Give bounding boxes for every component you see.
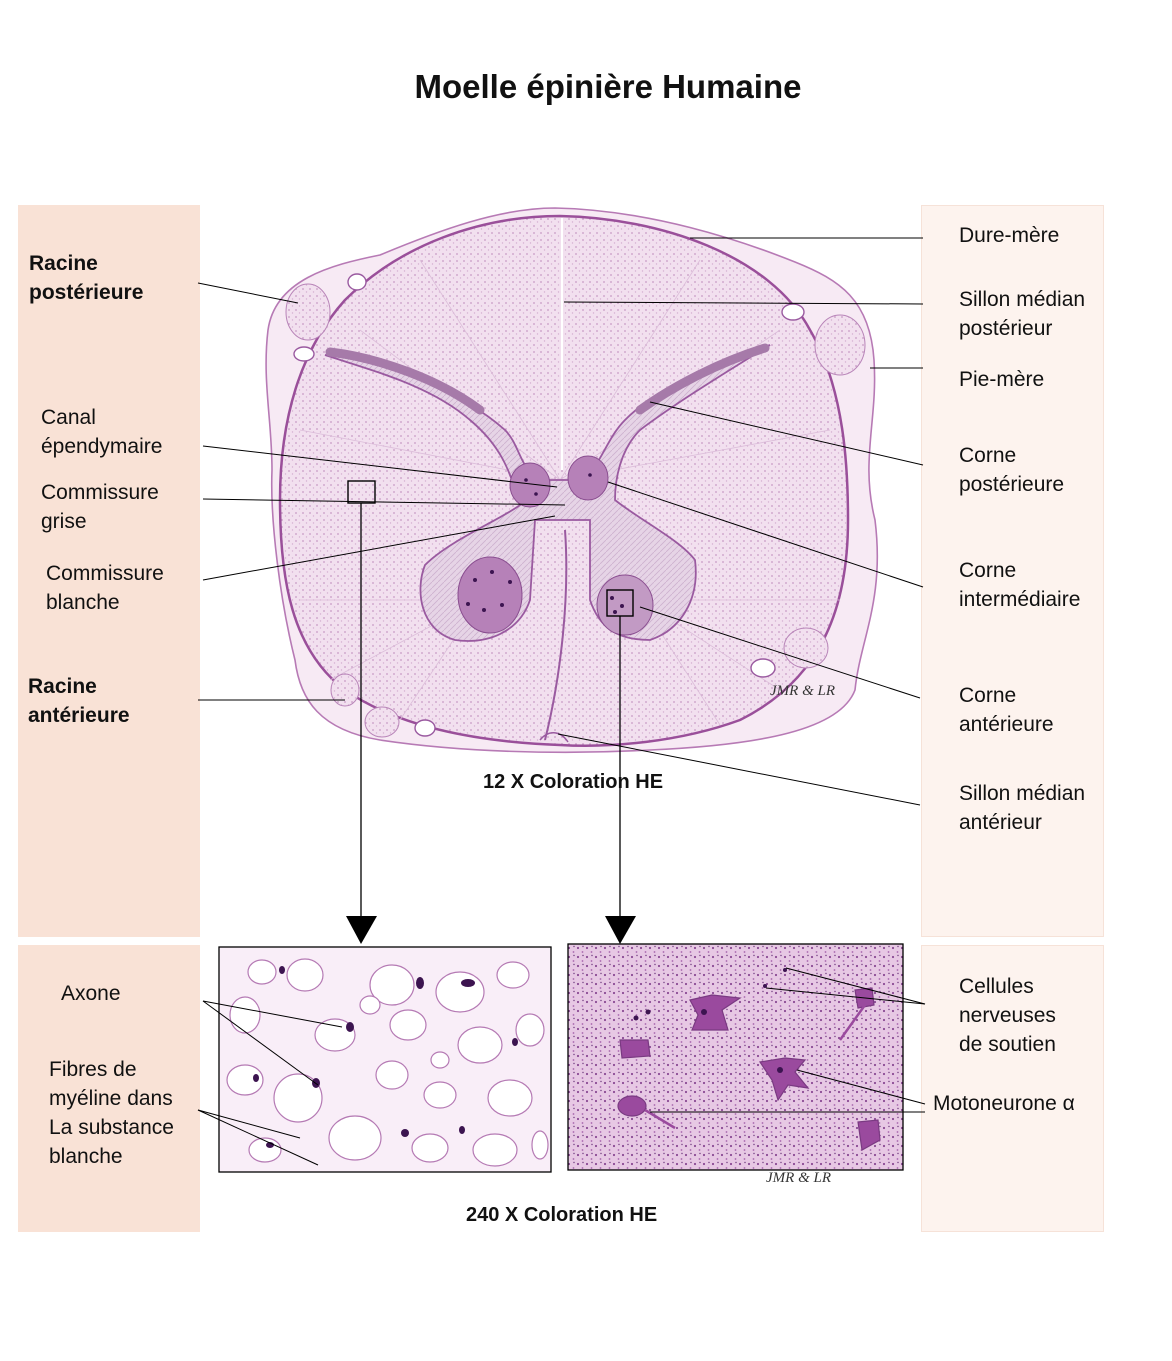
caption-high-magnification: 240 X Coloration HE xyxy=(466,1204,658,1226)
signature-bottom: JMR & LR xyxy=(766,1170,831,1186)
left-panel-top xyxy=(18,205,200,937)
label-commissure-grise: Commissure grise xyxy=(41,481,159,533)
caption-low-magnification: 12 X Coloration HE xyxy=(483,771,664,793)
label-racine-posterieure: Racine postérieure xyxy=(29,252,144,304)
label-fibres-myeline: Fibres de myéline dans La substance blan… xyxy=(49,1058,174,1168)
label-axone: Axone xyxy=(61,982,121,1005)
myelin-fibres xyxy=(226,958,549,1167)
label-canal-ependymaire: Canal épendymaire xyxy=(41,406,163,458)
label-corne-posterieure: Corne postérieure xyxy=(959,444,1065,496)
arrow-down-icon xyxy=(346,916,377,944)
label-racine-anterieure: Racine antérieure xyxy=(28,675,130,727)
label-dure-mere: Dure-mère xyxy=(959,224,1060,247)
label-sillon-median-anterieur: Sillon médian antérieur xyxy=(959,782,1086,834)
left-panel-bottom xyxy=(18,945,200,1232)
page-title: Moelle épinière Humaine xyxy=(414,68,802,105)
arrow-down-icon xyxy=(605,916,636,944)
signature-top: JMR & LR xyxy=(770,683,835,699)
nerve-roots xyxy=(285,283,866,738)
right-panel-bottom xyxy=(921,945,1104,1232)
label-motoneurone: Motoneurone α xyxy=(933,1092,1075,1115)
label-corne-intermediaire: Corne intermédiaire xyxy=(959,559,1081,611)
label-sillon-median-posterieur: Sillon médian postérieur xyxy=(959,288,1086,340)
label-corne-anterieure: Corne antérieure xyxy=(959,684,1054,736)
grey-matter-micrograph xyxy=(567,943,904,1171)
label-pie-mere: Pie-mère xyxy=(959,368,1045,391)
motor-neurons xyxy=(617,987,881,1151)
right-panel-top xyxy=(921,205,1104,937)
label-commissure-blanche: Commissure blanche xyxy=(46,562,164,614)
label-cellules-nerveuses: Cellules nerveuses de soutien xyxy=(959,975,1056,1056)
